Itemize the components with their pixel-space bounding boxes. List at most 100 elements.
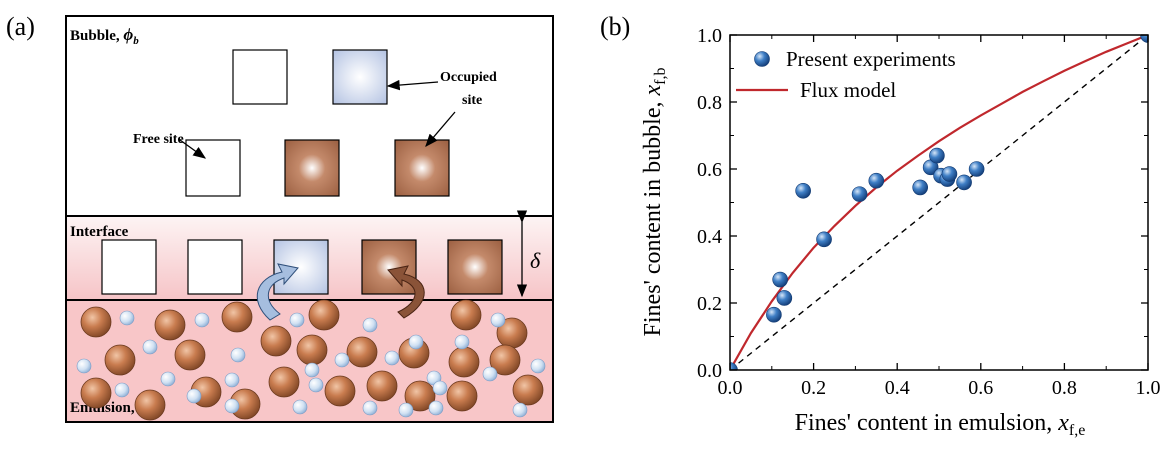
coarse-particle — [80, 306, 112, 338]
y-tick-label: 1.0 — [697, 25, 722, 47]
fine-particle — [334, 352, 350, 368]
fine-particle — [384, 350, 400, 366]
coarse-particle — [366, 370, 398, 402]
coarse-particle — [308, 299, 340, 331]
data-point — [851, 186, 868, 202]
y-tick-label: 0.0 — [697, 360, 722, 382]
legend-marker-experiments — [754, 51, 770, 67]
fine-particle — [362, 400, 378, 416]
coarse-particle — [174, 339, 206, 371]
y-tick-label: 0.6 — [697, 159, 722, 181]
data-point — [776, 290, 793, 306]
fine-particle — [194, 312, 210, 328]
data-point — [941, 166, 958, 182]
data-point — [772, 271, 788, 288]
panel-b-label: (b) — [600, 12, 631, 41]
data-point — [929, 147, 945, 164]
fine-exchange-arrow — [256, 263, 299, 321]
fine-particle — [292, 399, 308, 415]
coarse-particle — [448, 346, 480, 378]
fine-particle — [362, 317, 378, 333]
fine-particle — [119, 310, 135, 326]
y-tick-label: 0.2 — [697, 293, 722, 315]
x-tick-label: 0.6 — [968, 377, 993, 399]
plot-area: 0.0 0.2 0.4 0.6 0.8 1.0 0.0 0.2 0.4 0.6 0.8 1.0 — [697, 25, 1160, 399]
coarse-particle — [296, 334, 328, 366]
y-tick-label: 0.4 — [697, 226, 722, 248]
emulsion-particles — [76, 299, 546, 421]
occupied-site-arrow — [425, 111, 456, 147]
fine-particle — [230, 347, 246, 363]
fine-particle — [408, 334, 424, 350]
coarse-particle — [221, 301, 253, 333]
y-axis-label: Fines' content in bubble, xf,b — [640, 68, 669, 337]
fine-particle — [530, 358, 546, 374]
coarse-particle — [512, 374, 544, 406]
fine-particle — [512, 402, 528, 418]
y-tick-label: 0.8 — [697, 92, 722, 114]
panel-a-schematic: Bubble, ϕb Free site Occupied site Inter… — [65, 15, 554, 423]
flux-model-chart: 0.0 0.2 0.4 0.6 0.8 1.0 0.0 0.2 0.4 0.6 0.8 1.0 Fin… — [640, 25, 1160, 439]
data-point — [795, 182, 811, 199]
occupied-site-coarse — [394, 139, 450, 197]
coarse-particle — [324, 375, 356, 407]
coarse-particle — [80, 377, 112, 409]
fine-particle — [76, 358, 92, 374]
fine-particle — [224, 372, 240, 388]
coarse-particle — [450, 299, 482, 331]
series-layer — [730, 35, 1148, 370]
coarse-particle — [134, 389, 166, 421]
flux-model-line — [730, 35, 1148, 370]
legend-label-experiments: Present experiments — [786, 47, 956, 71]
interface-free-site — [101, 239, 157, 295]
fine-particle — [398, 402, 414, 418]
coarse-particle — [404, 380, 436, 412]
free-site — [232, 49, 288, 105]
fine-particle — [224, 398, 240, 414]
free-site — [185, 139, 241, 197]
legend-label-flux-model: Flux model — [800, 78, 896, 102]
free-site-label: Free site — [133, 132, 184, 147]
coarse-particle — [489, 344, 521, 376]
fine-particle — [308, 377, 324, 393]
occupied-site-label: site — [462, 93, 482, 108]
data-point — [816, 231, 832, 248]
free-site-arrow — [179, 139, 207, 159]
x-tick-label: 0.2 — [801, 377, 826, 399]
fine-particle — [160, 371, 176, 387]
fine-particle — [289, 312, 305, 328]
x-tick-label: 0.4 — [885, 377, 910, 399]
panel-a-label: (a) — [6, 12, 35, 41]
parity-dashed-line — [730, 35, 1148, 370]
interface-occupied-coarse — [447, 239, 503, 295]
coarse-particle — [346, 336, 378, 368]
coarse-particle — [446, 380, 478, 412]
coarse-particle — [104, 344, 136, 376]
data-point — [868, 172, 885, 189]
x-tick-label: 1.0 — [1136, 377, 1161, 399]
data-point — [730, 362, 738, 370]
x-tick-label: 0.8 — [1052, 377, 1077, 399]
fine-particle — [490, 312, 506, 328]
fine-particle — [454, 334, 470, 350]
fine-particle — [428, 400, 444, 416]
occupied-site-coarse — [284, 139, 340, 197]
fine-particle — [432, 380, 448, 396]
fine-particle — [142, 339, 158, 355]
bubble-label: Bubble, ϕb — [70, 25, 139, 47]
interface-label: Interface — [70, 224, 129, 240]
fine-particle — [114, 382, 130, 398]
fine-particle — [186, 388, 202, 404]
occupied-site-label: Occupied — [440, 70, 497, 85]
data-point — [956, 174, 972, 191]
occupied-site-arrow — [386, 79, 439, 91]
fine-particle — [482, 366, 498, 382]
data-point — [912, 179, 928, 196]
x-tick-label: 0.0 — [718, 377, 743, 399]
coarse-particle — [260, 325, 292, 357]
delta-symbol: δ — [530, 248, 541, 273]
data-point — [766, 306, 782, 323]
data-point — [968, 161, 985, 177]
occupied-site-fine — [332, 49, 388, 105]
